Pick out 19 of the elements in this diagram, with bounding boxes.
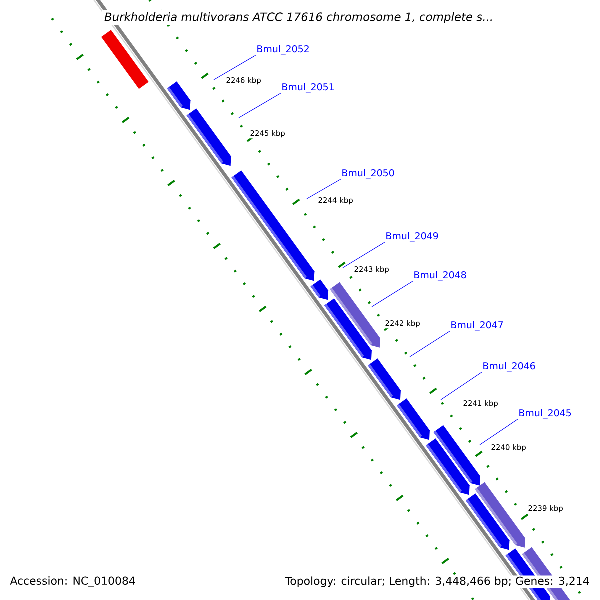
gene-label: Bmul_2051 (282, 83, 334, 93)
leader-line (214, 55, 256, 80)
gene-label: Bmul_2047 (452, 321, 504, 331)
gene-label: Bmul_2049 (386, 232, 438, 242)
leader-line (440, 372, 482, 400)
title: Burkholderia multivorans ATCC 17616 chromosome 1, complete s... (102, 10, 496, 26)
gene-label: Bmul_2050 (342, 169, 394, 179)
leader-line (342, 242, 386, 268)
gene-label: Bmul_2045 (520, 409, 572, 419)
leader-line (480, 419, 518, 446)
leader-line (372, 281, 414, 308)
leader-line (410, 331, 450, 358)
gene-label: Bmul_2048 (414, 271, 466, 281)
gene-label: Bmul_2046 (484, 362, 536, 372)
leader-line (306, 179, 342, 200)
footer-text: Accession: NC_010084 (9, 576, 137, 588)
gene-label: Bmul_2052 (258, 45, 309, 55)
footer-text: Topology: circular; Length: 3,448,466 bp; Genes: 3,214 (284, 576, 591, 588)
leader-line (238, 93, 282, 118)
